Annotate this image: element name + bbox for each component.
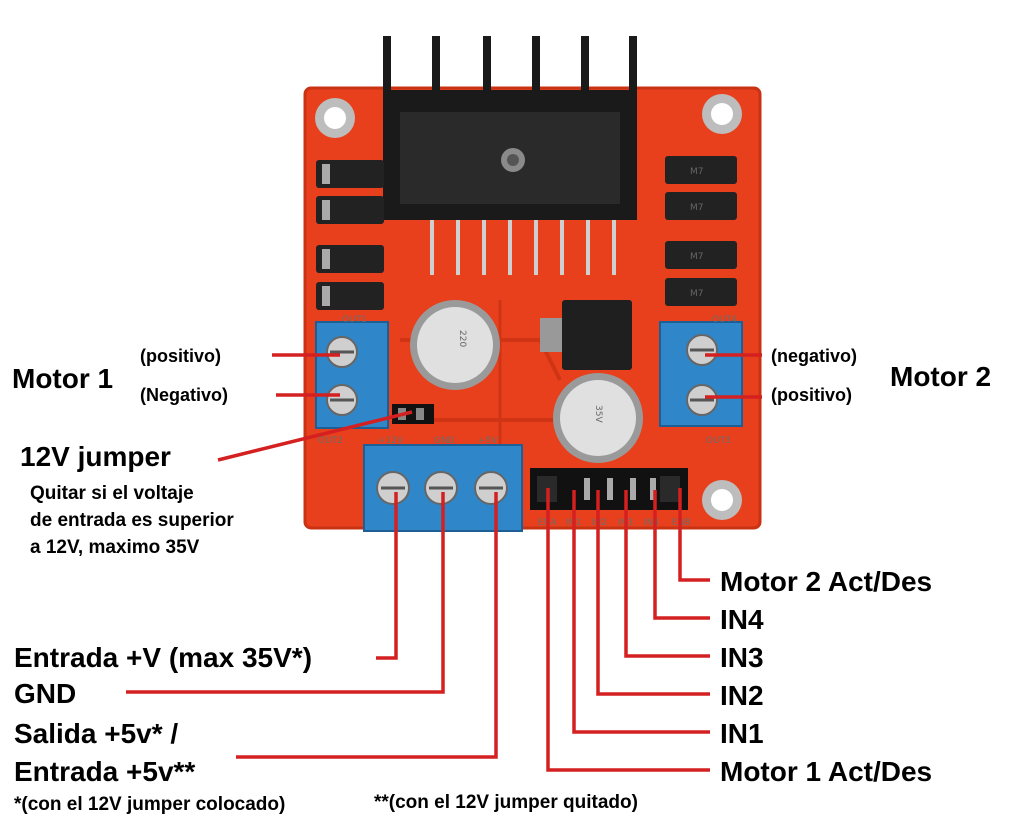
wire-motor1-actdes <box>546 488 710 772</box>
heatsink <box>383 36 637 220</box>
entrada-v-label: Entrada +V (max 35V*) <box>14 642 312 673</box>
in2-label: IN2 <box>720 680 764 711</box>
wire-gnd <box>126 492 445 694</box>
v12-pin-label: +12V <box>378 436 404 446</box>
entrada-5v-label: Entrada +5v** <box>14 756 195 787</box>
motor2-actdes-label: Motor 2 Act/Des <box>720 566 932 597</box>
jumper-note-line2: de entrada es superior <box>30 510 234 531</box>
note-jumper-quitado: **(con el 12V jumper quitado) <box>374 792 638 813</box>
motor2-label: Motor 2 <box>890 361 991 392</box>
note-jumper-colocado: *(con el 12V jumper colocado) <box>14 794 285 815</box>
out4-label: OUT4 <box>712 315 737 325</box>
motor2-negative-label: (negativo) <box>771 346 857 366</box>
wire-12v-jumper <box>217 410 413 462</box>
capacitor-2: 35V <box>553 373 643 463</box>
gnd-label: GND <box>14 678 76 709</box>
terminal-out1-out2 <box>315 321 389 429</box>
motor1-label: Motor 1 <box>12 363 113 394</box>
terminal-out3-out4 <box>659 321 743 427</box>
pin-label-in4: IN4 <box>644 518 659 528</box>
diodes-left <box>316 160 384 310</box>
in1-label: IN1 <box>720 718 764 749</box>
voltage-regulator <box>540 300 632 370</box>
labels: Motor 1 (positivo) (Negativo) Motor 2 (n… <box>12 346 991 815</box>
salida-5v-label: Salida +5v* / <box>14 718 178 749</box>
callout-wires <box>126 353 762 772</box>
chip-legs <box>430 220 616 275</box>
out2-label: OUT2 <box>318 436 343 446</box>
mounting-hole <box>702 94 742 134</box>
jumper-note-line3: a 12V, maximo 35V <box>30 537 200 558</box>
control-header <box>530 468 688 510</box>
out3-label: OUT3 <box>706 436 731 446</box>
mounting-hole <box>702 480 742 520</box>
capacitor-2-label: 35V <box>593 405 603 423</box>
in3-label: IN3 <box>720 642 764 673</box>
wire-in2 <box>596 490 710 696</box>
wire-in4 <box>653 490 710 620</box>
v5-pin-label: +5V <box>478 436 498 446</box>
capacitor-1: 220 <box>410 300 500 390</box>
wire-motor2-actdes <box>678 488 710 582</box>
capacitor-1-label: 220 <box>457 330 467 347</box>
motor1-actdes-label: Motor 1 Act/Des <box>720 756 932 787</box>
l298n-board: M7 M7 M7 M7 220 35V O <box>303 36 762 532</box>
wire-salida-5v <box>236 492 498 759</box>
wire-in3 <box>624 490 710 658</box>
in4-label: IN4 <box>720 604 764 635</box>
wire-entrada-v <box>376 492 398 660</box>
motor1-negative-label: (Negativo) <box>140 385 228 405</box>
motor1-positive-label: (positivo) <box>140 346 221 366</box>
out1-label: OUT1 <box>342 315 367 325</box>
diodes-right: M7 M7 M7 M7 <box>665 156 737 306</box>
diode-label: M7 <box>690 289 704 299</box>
motor2-positive-label: (positivo) <box>771 385 852 405</box>
jumper-title: 12V jumper <box>20 441 171 472</box>
diode-label: M7 <box>690 252 704 262</box>
diode-label: M7 <box>690 167 704 177</box>
diode-label: M7 <box>690 203 704 213</box>
gnd-pin-label: GND <box>434 436 455 446</box>
mounting-hole <box>315 98 355 138</box>
jumper-note-line1: Quitar si el voltaje <box>30 483 194 504</box>
wire-in1 <box>572 490 710 734</box>
